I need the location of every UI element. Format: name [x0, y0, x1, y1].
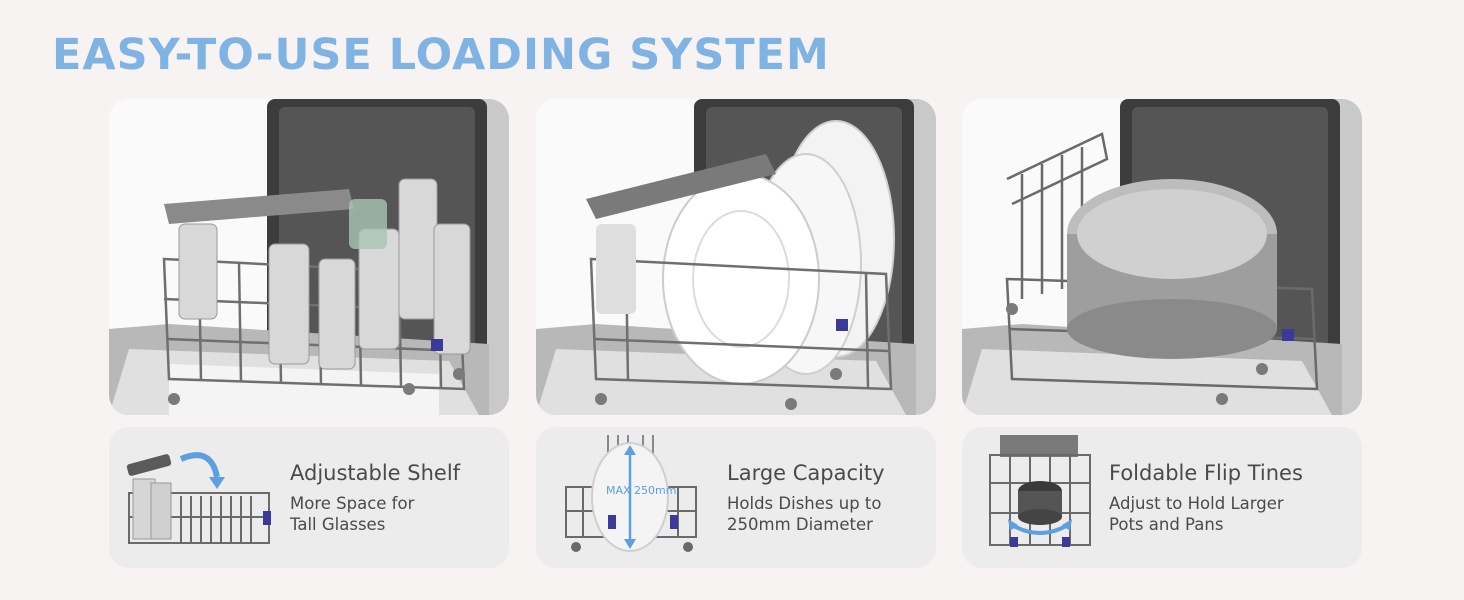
feature-description: Holds Dishes up to 250mm Diameter — [727, 494, 882, 534]
photo-adjustable-shelf — [109, 99, 509, 415]
dishwasher-glasses-icon — [109, 99, 509, 415]
dishwasher-plates-icon — [536, 99, 936, 415]
feature-title: Adjustable Shelf — [290, 461, 461, 485]
plate-rack-icon: MAX 250mm — [565, 435, 697, 552]
flip-tines-rack-icon — [989, 435, 1091, 547]
feature-title: Foldable Flip Tines — [1109, 461, 1303, 485]
feature-card-large-capacity: MAX 250mm Large Capacity Holds Dishes up… — [536, 427, 936, 568]
feature-description: Adjust to Hold Larger Pots and Pans — [1109, 494, 1284, 534]
feature-description: More Space for Tall Glasses — [290, 494, 415, 534]
max-size-label: MAX 250mm — [606, 484, 676, 497]
photo-foldable-tines — [962, 99, 1362, 415]
feature-card-flip-tines: Foldable Flip Tines Adjust to Hold Large… — [962, 427, 1362, 568]
feature-card-adjustable-shelf: Adjustable Shelf More Space for Tall Gla… — [109, 427, 509, 568]
dishwasher-pot-icon — [962, 99, 1362, 415]
page-headline: EASY-TO-USE LOADING SYSTEM — [52, 30, 830, 80]
photo-large-capacity — [536, 99, 936, 415]
feature-title: Large Capacity — [727, 461, 885, 485]
adjustable-shelf-rack-icon — [126, 452, 271, 544]
